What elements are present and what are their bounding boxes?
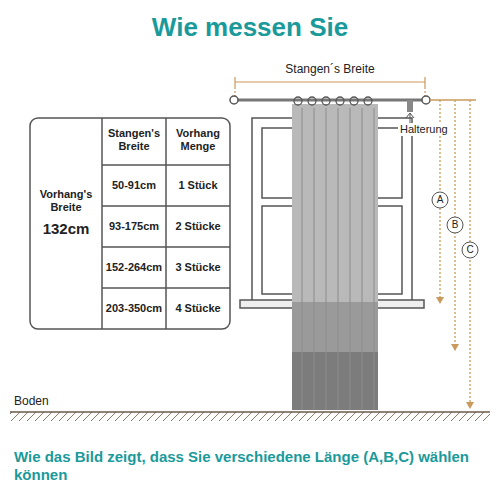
table-cell: 93-175cm [103,220,165,233]
length-arrowheads [436,297,474,409]
table-cell: 203-350cm [103,302,165,315]
curtain-fold [374,108,375,410]
table-cell: 132cm [32,220,100,238]
callout-letter: B [448,218,462,232]
curtain-ring [322,97,330,105]
curtain [292,97,378,410]
curtain-fold [338,108,339,410]
callout-letter: A [433,193,447,207]
curtain-fold [314,108,315,410]
table-cell: 2 Stücke [167,220,229,233]
table-cell: Vorhang's Breite [32,188,100,214]
curtain-ring [336,97,344,105]
curtain-fold [362,108,363,410]
callout-letter: C [463,243,477,257]
curtain-fold [350,108,351,410]
size-table [30,118,230,329]
table-cell: 1 Stück [167,179,229,192]
rod-dimension [235,77,425,98]
curtain-fold [326,108,327,410]
table-cell: Stangen's Breite [103,127,165,153]
curtain-ring [308,97,316,105]
table-cell: 4 Stücke [167,302,229,315]
table-cell: 3 Stücke [167,261,229,274]
curtain-ring [364,97,372,105]
floor [10,412,490,421]
length-callouts [432,192,478,258]
page-title: Wie messen Sie [0,12,500,43]
length-lines [430,100,476,408]
floor-label: Boden [14,394,49,408]
table-cell: Vorhang Menge [167,127,229,153]
curtain-fold [302,108,303,410]
part-label: Halterung [398,123,450,136]
curtain-ring [294,97,302,105]
curtain-ring [350,97,358,105]
caption: Wie das Bild zeigt, dass Sie verschieden… [14,448,486,484]
table-cell: 152-264cm [103,261,165,274]
dimension-label: Stangen´s Breite [270,62,390,76]
table-cell: 50-91cm [103,179,165,192]
